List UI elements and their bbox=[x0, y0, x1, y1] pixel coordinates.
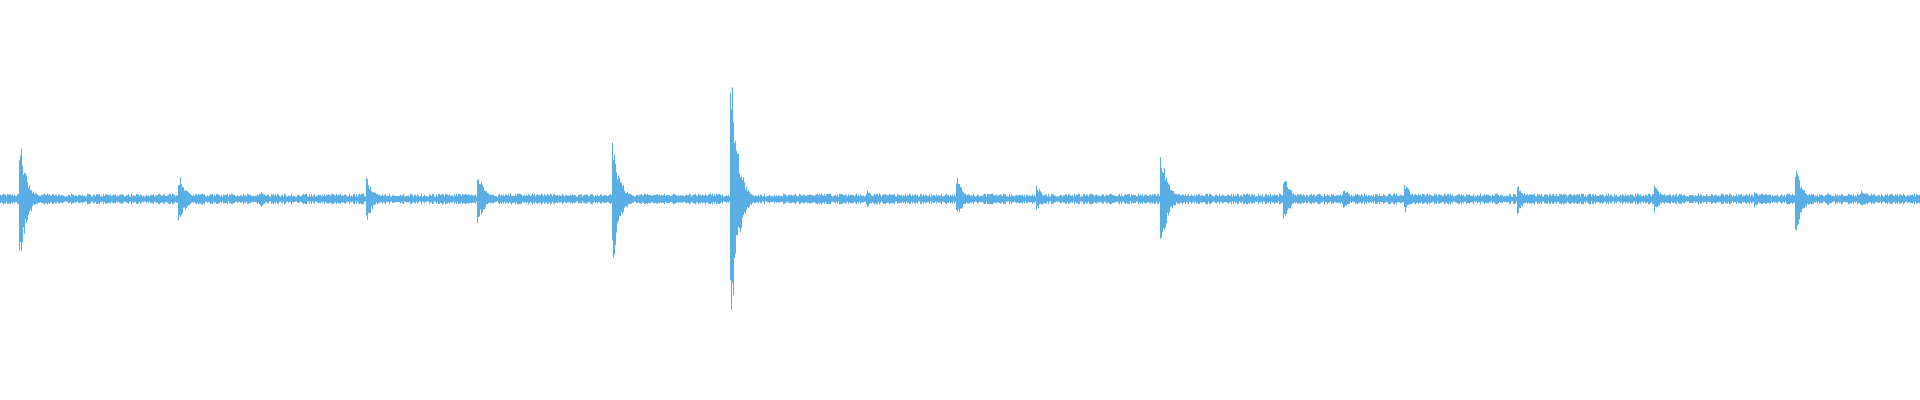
waveform-trace bbox=[0, 87, 1920, 310]
